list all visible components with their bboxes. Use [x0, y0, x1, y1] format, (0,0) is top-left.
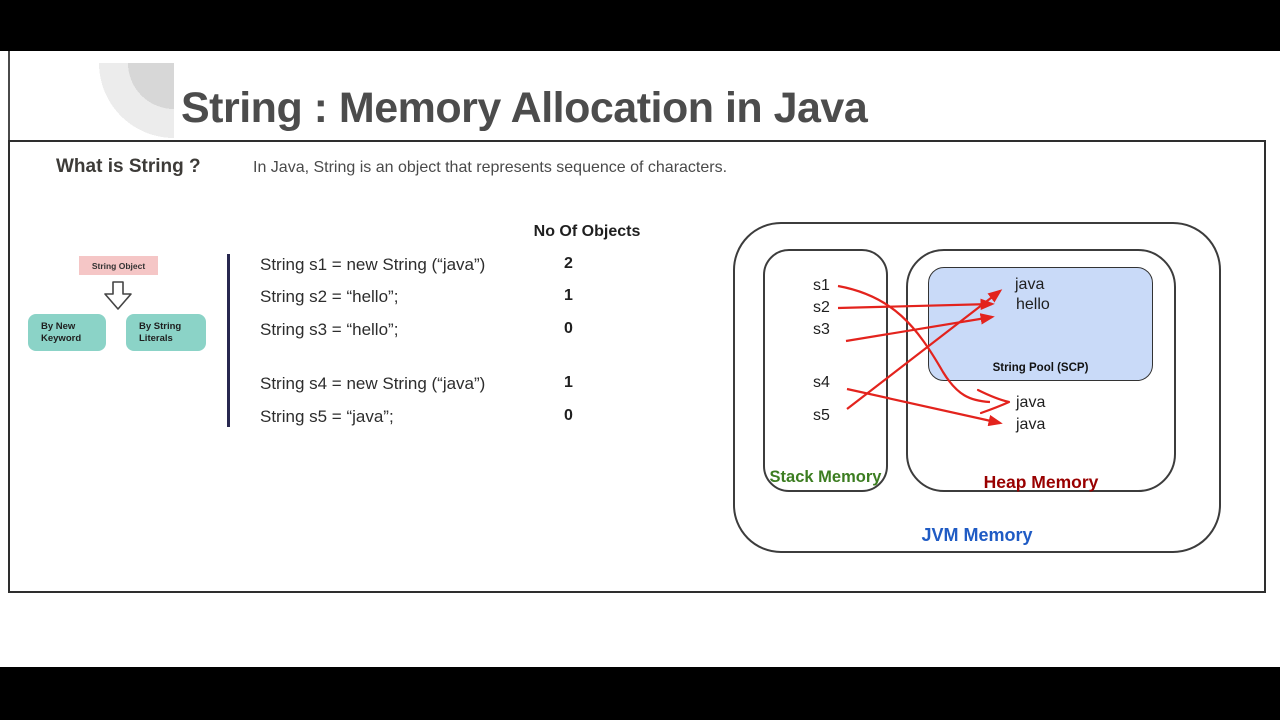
- flowchart-branch-new-keyword: By New Keyword: [28, 314, 106, 351]
- heap-memory-label: Heap Memory: [983, 472, 1099, 492]
- pool-string-java: java: [1015, 276, 1045, 293]
- code-line-s4: String s4 = new String (“java”): [260, 374, 486, 393]
- slide-left-border: [8, 51, 10, 141]
- object-count-s1: 2: [564, 255, 573, 272]
- pool-string-hello: hello: [1016, 296, 1050, 313]
- stack-var-s4: s4: [813, 374, 830, 391]
- stack-var-s3: s3: [813, 321, 830, 338]
- code-line-s5: String s5 = “java”;: [260, 407, 394, 426]
- letterbox-bottom: [0, 667, 1280, 720]
- object-count-s5: 0: [564, 407, 573, 424]
- jvm-memory-label: JVM Memory: [921, 525, 1033, 545]
- string-pool-label: String Pool (SCP): [992, 362, 1089, 374]
- letterbox-top: [0, 0, 1280, 51]
- code-line-s3: String s3 = “hello”;: [260, 320, 399, 339]
- flowchart-branch-string-literals: By String Literals: [126, 314, 206, 351]
- corner-decoration: [98, 63, 174, 139]
- stack-var-s2: s2: [813, 299, 830, 316]
- code-section-divider: [227, 254, 230, 427]
- flowchart-root-box: String Object: [79, 256, 158, 275]
- page-title: String : Memory Allocation in Java: [181, 84, 868, 132]
- stack-var-s1: s1: [813, 277, 830, 294]
- stack-var-s5: s5: [813, 407, 830, 424]
- question-answer-text: In Java, String is an object that repres…: [253, 159, 728, 176]
- objects-column-header: No Of Objects: [533, 223, 641, 240]
- stack-memory-label: Stack Memory: [769, 468, 882, 486]
- object-count-s4: 1: [564, 374, 573, 391]
- question-heading: What is String ?: [56, 156, 201, 177]
- heap-string-java-2: java: [1016, 416, 1046, 433]
- object-count-s3: 0: [564, 320, 573, 337]
- object-count-s2: 1: [564, 287, 573, 304]
- code-line-s2: String s2 = “hello”;: [260, 287, 399, 306]
- heap-string-java-1: java: [1016, 394, 1046, 411]
- jvm-memory-box: [733, 222, 1221, 553]
- code-line-s1: String s1 = new String (“java”): [260, 255, 486, 274]
- down-arrow-icon: [104, 281, 132, 310]
